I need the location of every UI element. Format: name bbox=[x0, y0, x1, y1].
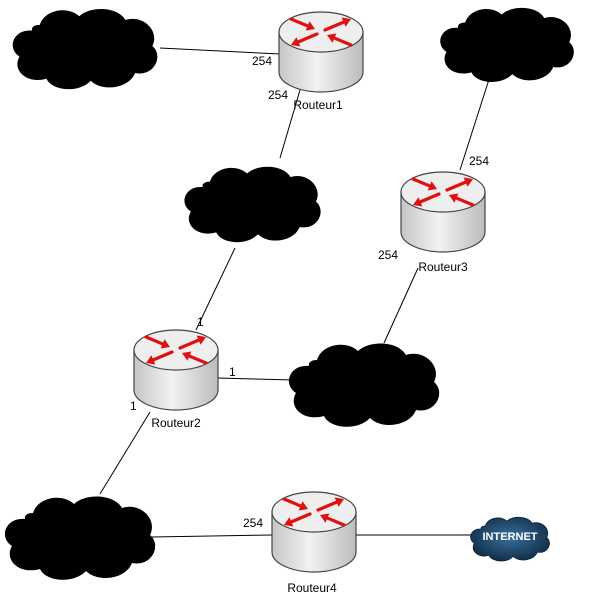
link-net3-routeur3 bbox=[459, 69, 493, 171]
network-label-172-16-65-0: 172.16.65.0/24 bbox=[467, 41, 547, 55]
interface-label-r1-net1: 254 bbox=[252, 54, 272, 68]
interface-label-r3-net3: 254 bbox=[469, 154, 489, 168]
network-cloud-192-168-0-0: 192.168.0.0/24 bbox=[4, 496, 156, 580]
router-icon-routeur4 bbox=[271, 491, 357, 573]
network-cloud-192-168-100-0: 192.168.100.0/24 bbox=[288, 343, 440, 427]
interface-label-r2-net2: 1 bbox=[197, 315, 204, 329]
network-label-10-4-0-0: 10.4.0.0/24 bbox=[226, 196, 286, 210]
network-label-10-0-2-0: 10.0.2.0/16 bbox=[56, 41, 116, 55]
router-label-routeur3: Routeur3 bbox=[418, 260, 468, 274]
router-label-routeur2: Routeur2 bbox=[151, 416, 201, 430]
interface-label-r1-net2: 254 bbox=[268, 88, 288, 102]
router-icon-routeur2 bbox=[133, 329, 219, 411]
link-net5-routeur4 bbox=[151, 534, 273, 538]
router-arrows-icon bbox=[144, 335, 208, 365]
network-cloud-10-0-2-0: 10.0.2.0/16 bbox=[12, 9, 158, 90]
interface-labels: 254 254 254 254 1 1 1 254 bbox=[130, 54, 489, 530]
router-icon-routeur1 bbox=[278, 11, 364, 93]
network-cloud-172-16-65-0: 172.16.65.0/24 bbox=[440, 7, 574, 82]
interface-label-r2-net4: 1 bbox=[229, 365, 236, 379]
routers bbox=[133, 11, 486, 573]
internet-cloud: INTERNET bbox=[470, 516, 550, 562]
router-label-routeur1: Routeur1 bbox=[293, 98, 343, 112]
internet-label: INTERNET bbox=[483, 531, 538, 543]
link-routeur3-net4 bbox=[383, 267, 419, 344]
link-net1-routeur1 bbox=[159, 47, 281, 55]
network-label-192-168-100-0: 192.168.100.0/24 bbox=[317, 378, 411, 392]
interface-label-r2-net5: 1 bbox=[130, 399, 137, 413]
links bbox=[99, 47, 493, 538]
router-arrows-icon bbox=[282, 497, 346, 527]
router-icon-routeur3 bbox=[400, 171, 486, 253]
link-net2-routeur2 bbox=[195, 247, 236, 331]
link-routeur2-net4 bbox=[217, 377, 295, 381]
network-label-192-168-0-0: 192.168.0.0/24 bbox=[38, 530, 118, 544]
link-routeur2-net5 bbox=[99, 411, 151, 495]
router-label-routeur4: Routeur4 bbox=[287, 581, 337, 595]
link-routeur1-net2 bbox=[279, 89, 301, 159]
interface-label-r3-net4: 254 bbox=[378, 248, 398, 262]
router-arrows-icon bbox=[289, 17, 353, 47]
interface-label-r4-net5: 254 bbox=[243, 516, 263, 530]
network-cloud-10-4-0-0: 10.4.0.0/24 bbox=[184, 166, 321, 243]
router-arrows-icon bbox=[411, 177, 475, 207]
